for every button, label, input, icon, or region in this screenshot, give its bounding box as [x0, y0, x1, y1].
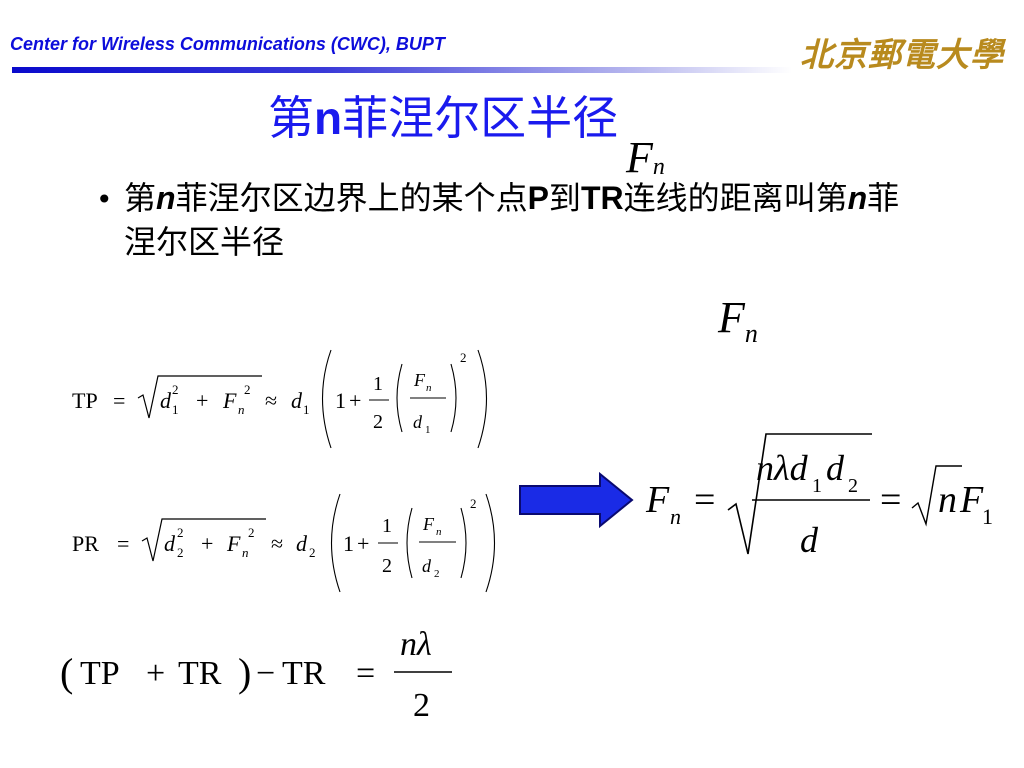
svg-text:1: 1	[303, 402, 310, 417]
svg-text:2: 2	[244, 382, 251, 397]
svg-text:n: n	[426, 382, 432, 394]
open-paren: (	[60, 650, 73, 695]
header-rule	[12, 67, 792, 73]
svg-text:≈: ≈	[265, 388, 277, 413]
svg-text:+: +	[349, 388, 361, 413]
tp-equation: TP = d 1 2 + F n 2 ≈ d 1 1 + 1 2 F n d 1…	[72, 349, 487, 449]
svg-text:1: 1	[425, 424, 431, 436]
svg-text:+: +	[357, 531, 369, 556]
svg-text:≈: ≈	[271, 531, 283, 556]
svg-text:2: 2	[373, 411, 383, 433]
svg-text:n: n	[670, 504, 681, 529]
svg-text:=: =	[694, 479, 715, 521]
svg-text:nλd: nλd	[756, 448, 809, 488]
svg-text:d: d	[296, 531, 308, 556]
svg-text:F: F	[422, 514, 435, 534]
svg-text:F: F	[959, 479, 984, 521]
svg-text:2: 2	[177, 525, 184, 540]
svg-text:d: d	[422, 556, 432, 576]
svg-text:=: =	[880, 479, 901, 521]
svg-text:1: 1	[335, 388, 346, 413]
svg-text:d: d	[413, 412, 423, 432]
path-difference-equation: ( TP + TR ) − TR = nλ 2	[60, 626, 452, 724]
svg-text:d: d	[800, 520, 819, 560]
slide-title: 第n菲涅尔区半径	[268, 82, 618, 148]
org-header: Center for Wireless Communications (CWC)…	[10, 34, 445, 54]
svg-text:2: 2	[848, 475, 858, 497]
svg-text:n: n	[938, 479, 957, 521]
svg-text:n: n	[436, 526, 442, 538]
svg-text:d: d	[160, 388, 172, 413]
svg-text:d: d	[826, 448, 845, 488]
svg-text:1: 1	[812, 475, 822, 497]
svg-text:2: 2	[434, 568, 440, 580]
svg-text:+: +	[196, 388, 208, 413]
svg-text:1: 1	[373, 373, 383, 395]
svg-text:nλ: nλ	[400, 626, 432, 663]
svg-text:=: =	[356, 655, 375, 692]
svg-text:2: 2	[460, 350, 467, 365]
svg-text:−: −	[256, 655, 275, 692]
bullet-text: 第n菲涅尔区边界上的某个点P到TR连线的距离叫第n菲涅尔区半径	[124, 179, 900, 261]
university-logo: 北京郵電大學	[800, 35, 1004, 74]
svg-text:+: +	[201, 531, 213, 556]
svg-text:TP: TP	[72, 388, 98, 413]
svg-text:F: F	[413, 370, 426, 390]
svg-text:2: 2	[382, 555, 392, 577]
svg-text:n: n	[242, 545, 249, 560]
svg-text:+: +	[146, 655, 165, 692]
title-pre: 第	[268, 91, 314, 145]
svg-text:F: F	[222, 388, 237, 413]
svg-text:TP: TP	[80, 655, 120, 692]
svg-text:1: 1	[172, 402, 179, 417]
svg-text:1: 1	[343, 531, 354, 556]
right-arrow-icon	[519, 472, 634, 529]
title-post: 菲涅尔区半径	[342, 91, 619, 145]
svg-text:TR: TR	[282, 655, 326, 692]
svg-text:n: n	[238, 402, 245, 417]
svg-text:F: F	[645, 479, 670, 521]
svg-text:1: 1	[982, 504, 993, 529]
fresnel-radius-result: F n = nλd 1 d 2 d = n F 1	[645, 433, 993, 560]
close-paren: )	[238, 650, 251, 695]
svg-text:F: F	[226, 531, 241, 556]
svg-text:TR: TR	[178, 655, 222, 692]
svg-text:1: 1	[382, 515, 392, 537]
svg-text:=: =	[113, 388, 125, 413]
svg-text:d: d	[291, 388, 303, 413]
fn-label: Fn	[718, 293, 758, 348]
svg-text:=: =	[117, 531, 129, 556]
svg-text:2: 2	[470, 496, 477, 511]
svg-text:2: 2	[177, 545, 184, 560]
svg-text:PR: PR	[72, 531, 99, 556]
fn-symbol-overlap: Fn	[626, 133, 665, 182]
svg-text:2: 2	[309, 545, 316, 560]
svg-text:2: 2	[413, 687, 430, 724]
svg-text:2: 2	[248, 525, 255, 540]
pr-equation: PR = d 2 2 + F n 2 ≈ d 2 1 + 1 2 F n d 2…	[72, 493, 495, 593]
bullet-marker: •	[96, 183, 113, 216]
title-var: n	[314, 92, 343, 144]
svg-text:d: d	[164, 531, 176, 556]
svg-text:2: 2	[172, 382, 179, 397]
